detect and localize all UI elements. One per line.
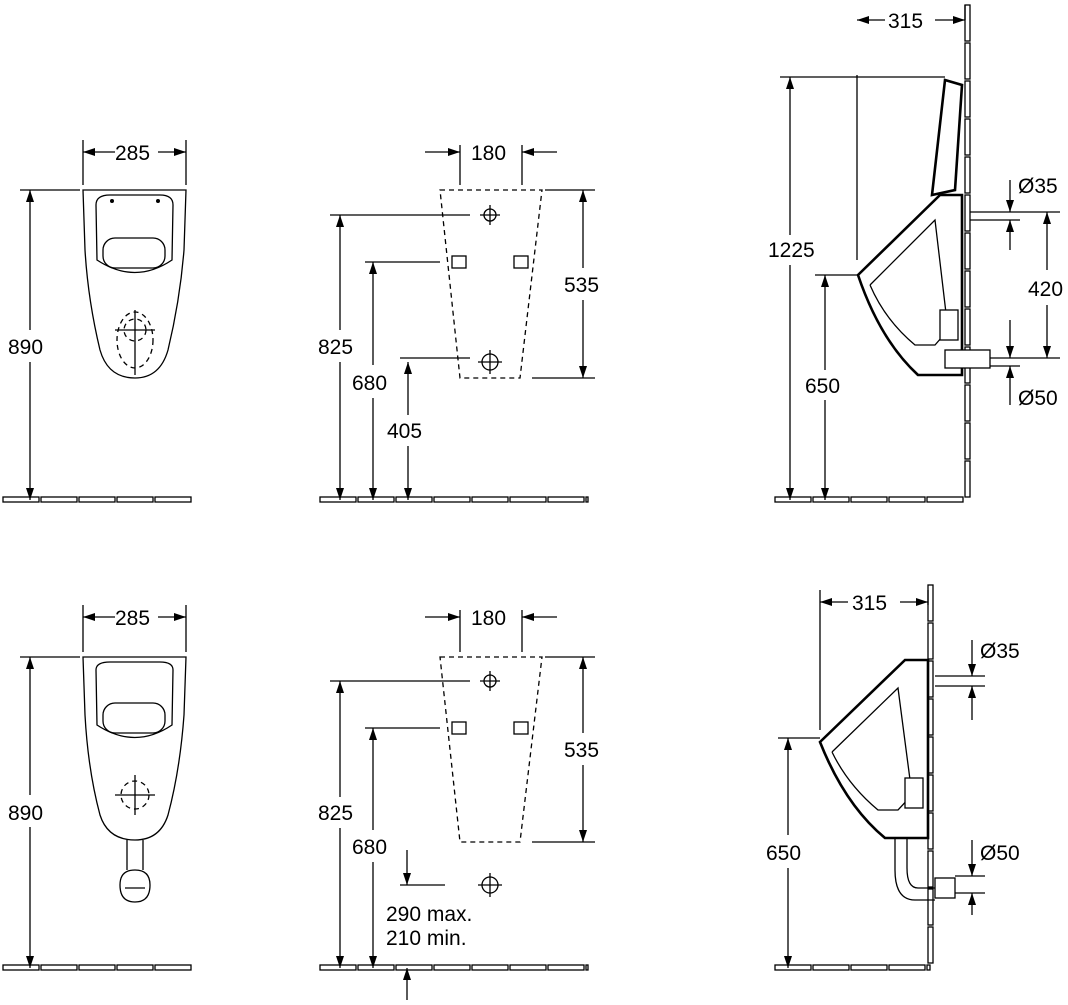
floor: [319, 496, 589, 503]
top-front-view: 285 890: [2, 140, 192, 503]
floor-tile: [509, 964, 547, 971]
wall-tile: [927, 850, 934, 888]
width-label: 180: [471, 142, 506, 165]
floor-tile: [433, 496, 471, 503]
depth-label: 315: [888, 10, 923, 33]
height-label: 405: [387, 420, 422, 443]
floor-tile: [40, 964, 78, 971]
floor: [319, 964, 589, 971]
wall-tile: [964, 422, 971, 460]
floor-tile: [585, 496, 589, 503]
wall-tile: [964, 460, 971, 498]
floor-tile: [850, 964, 888, 971]
height-label: 890: [8, 336, 43, 359]
wall-tile: [964, 270, 971, 308]
outlet-min-label: 210 min.: [386, 927, 467, 950]
floor: [2, 964, 192, 971]
height-label: 535: [564, 274, 599, 297]
floor-tile: [926, 496, 964, 503]
wall-tile: [964, 80, 971, 118]
wall-tile: [964, 308, 971, 346]
wall-tile: [927, 926, 934, 964]
floor-tile: [78, 496, 116, 503]
top-side-view: 315 1225 650 Ø35 420 Ø50: [768, 4, 1063, 503]
floor: [774, 964, 931, 971]
floor-tile: [40, 496, 78, 503]
floor-tile: [812, 496, 850, 503]
floor-tile: [888, 964, 926, 971]
wall-tile: [964, 384, 971, 422]
floor-tile: [509, 496, 547, 503]
height-label: 890: [8, 802, 43, 825]
floor-tile: [395, 496, 433, 503]
floor: [2, 496, 192, 503]
outlet-label: Ø50: [1018, 387, 1058, 410]
depth-label: 315: [852, 592, 887, 615]
wall-tile: [964, 232, 971, 270]
outlet-max-label: 290 max.: [386, 903, 472, 926]
height-label: 680: [352, 372, 387, 395]
width-label: 285: [115, 142, 150, 165]
bottom-side-view: 315 650 Ø35 Ø50: [766, 584, 1020, 971]
floor-tile: [319, 964, 357, 971]
floor-tile: [154, 964, 192, 971]
height-label: 1225: [768, 239, 815, 262]
floor-tile: [585, 964, 589, 971]
floor-tile: [319, 496, 357, 503]
wall-tile: [964, 156, 971, 194]
wall-tile: [964, 42, 971, 80]
inlet-label: Ø35: [1018, 175, 1058, 198]
wall: [964, 4, 971, 498]
floor-tile: [850, 496, 888, 503]
height-label: 680: [352, 836, 387, 859]
distance-label: 420: [1028, 278, 1063, 301]
height-label: 825: [318, 336, 353, 359]
floor-tile: [774, 496, 812, 503]
floor-tile: [471, 496, 509, 503]
width-label: 285: [115, 607, 150, 630]
wall-tile: [964, 4, 971, 42]
floor-tile: [888, 496, 926, 503]
bottom-installation-view: 180 535 825 680 290 max. 210 min.: [318, 607, 599, 1000]
floor-tile: [2, 496, 40, 503]
floor: [774, 496, 964, 503]
floor-tile: [116, 496, 154, 503]
floor-tile: [774, 964, 812, 971]
floor-tile: [433, 964, 471, 971]
top-installation-view: 180 535 825 680 405: [318, 142, 599, 503]
floor-tile: [471, 964, 509, 971]
height-label: 650: [805, 375, 840, 398]
inlet-label: Ø35: [980, 640, 1020, 663]
width-label: 180: [471, 607, 506, 630]
floor-tile: [812, 964, 850, 971]
floor-tile: [547, 496, 585, 503]
floor-tile: [154, 496, 192, 503]
outlet-label: Ø50: [980, 842, 1020, 865]
bottom-front-view: 285 890: [2, 605, 192, 971]
height-label: 535: [564, 739, 599, 762]
wall-tile: [927, 622, 934, 660]
floor-tile: [926, 964, 931, 971]
wall-tile: [927, 888, 934, 926]
height-label: 825: [318, 802, 353, 825]
floor-tile: [395, 964, 433, 971]
floor-tile: [2, 964, 40, 971]
floor-tile: [78, 964, 116, 971]
floor-tile: [357, 964, 395, 971]
floor-tile: [357, 496, 395, 503]
floor-tile: [116, 964, 154, 971]
wall-tile: [927, 584, 934, 622]
floor-tile: [547, 964, 585, 971]
height-label: 650: [766, 842, 801, 865]
wall-tile: [964, 194, 971, 232]
wall-tile: [964, 118, 971, 156]
